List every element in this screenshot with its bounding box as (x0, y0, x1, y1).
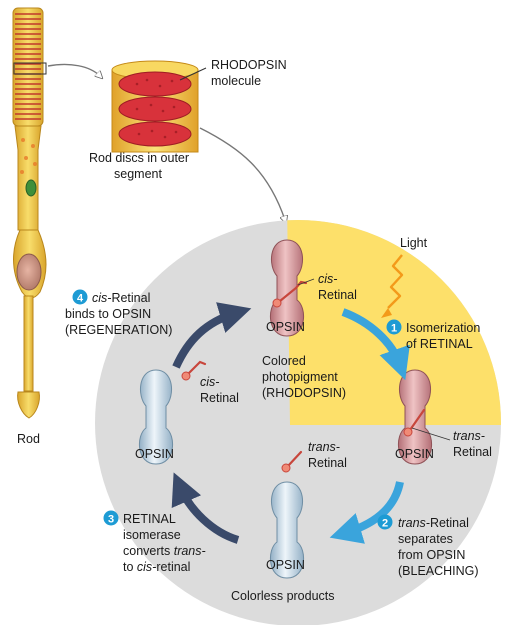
colored-photopigment-label-3: (RHODOPSIN) (262, 386, 346, 400)
isomerized-pigment: trans- Retinal OPSIN (395, 369, 492, 465)
arrow-step-4 (172, 302, 252, 369)
step-1: 1 Isomerization of RETINAL (386, 319, 480, 351)
step-2-number: 2 (382, 518, 388, 530)
step-3-text-3: converts (123, 544, 174, 558)
svg-text:trans-Retinal: trans-Retinal (398, 516, 469, 530)
free-trans-retinal-icon (286, 450, 303, 468)
top-cis-label: cis- (318, 272, 337, 286)
step-4-text-2: binds to OPSIN (65, 307, 151, 321)
rhodopsin-pointer (179, 67, 207, 81)
step-4-badge (72, 289, 88, 305)
rhodopsin-pigment: cis- Retinal OPSIN Colored photopigment … (262, 239, 357, 400)
step-3-text: RETINAL (123, 512, 176, 526)
discs-caption-2: segment (114, 167, 162, 181)
top-retinal-label: Retinal (318, 288, 357, 302)
step-2: 2 trans-Retinal separates from OPSIN (BL… (377, 514, 479, 578)
step-2-text-4: (BLEACHING) (398, 564, 479, 578)
left-cis-label: cis- (200, 375, 219, 389)
step-1-text-2: of RETINAL (406, 337, 473, 351)
step-1-badge (386, 319, 402, 335)
rod-label: Rod (17, 432, 40, 446)
rod-disc-stack (15, 13, 41, 120)
trans-retinal-icon-bound (408, 408, 426, 432)
step-4-text: Retinal (111, 291, 150, 305)
disc-2 (118, 96, 192, 122)
step-4-cis: cis- (92, 291, 111, 305)
disc-3 (118, 121, 192, 147)
step-4-text-3: (REGENERATION) (65, 323, 172, 337)
step-2-trans: trans- (398, 516, 430, 530)
free-cis-retinal-icon (186, 360, 207, 376)
mitochondrion (25, 179, 37, 197)
arrow-step-2 (329, 481, 404, 544)
colored-photopigment-label: Colored (262, 354, 306, 368)
step-4: 4 cis-Retinal binds to OPSIN (REGENERATI… (65, 289, 172, 337)
colorless-products-label: Colorless products (231, 589, 335, 603)
transition-arrow (199, 127, 285, 220)
zoom-box (13, 62, 47, 75)
rod-discs-illustration: RHODOPSIN molecule Rod discs in outer se… (89, 58, 287, 181)
svg-text:cis-Retinal: cis-Retinal (92, 291, 150, 305)
rhodopsin-texture (135, 78, 178, 139)
zoom-arrow (47, 63, 100, 76)
colorless-opsin: OPSIN Colorless products trans- Retinal (231, 440, 347, 603)
step-2-text: Retinal (430, 516, 469, 530)
light-ray-icon (387, 254, 404, 309)
step-1-text: Isomerization (406, 321, 480, 335)
left-opsin-label: OPSIN (135, 447, 174, 461)
step-2-badge (377, 514, 393, 530)
nucleus (16, 253, 42, 291)
rod-cell: Rod (12, 7, 47, 446)
step-2-text-2: separates (398, 532, 453, 546)
step-3-badge (103, 510, 119, 526)
right-trans-label: trans- (453, 429, 485, 443)
bottom-opsin-label: OPSIN (266, 558, 305, 572)
colored-photopigment-label-2: photopigment (262, 370, 338, 384)
light-label: Light (400, 236, 428, 250)
left-retinal-label: Retinal (200, 391, 239, 405)
right-opsin-label: OPSIN (395, 447, 434, 461)
arrow-step-1 (341, 308, 410, 381)
step-1-number: 1 (391, 323, 397, 335)
discs-caption: Rod discs in outer (89, 151, 189, 165)
svg-text:converts trans-: converts trans- (123, 544, 206, 558)
bottom-trans-label: trans- (308, 440, 340, 454)
right-retinal-label: Retinal (453, 445, 492, 459)
step-3-number: 3 (108, 514, 114, 526)
regenerating-opsin: OPSIN cis- Retinal (135, 360, 239, 465)
step-3-trans: trans- (174, 544, 206, 558)
step-3-cis: cis- (137, 560, 156, 574)
step-3-text-2: isomerase (123, 528, 181, 542)
disc-1 (118, 71, 192, 97)
rhodopsin-label-2: molecule (211, 74, 261, 88)
step-4-number: 4 (77, 293, 84, 305)
step-3-text-4: to (123, 560, 137, 574)
step-3-text-4-end: retinal (156, 560, 190, 574)
svg-text:to cis-retinal: to cis-retinal (123, 560, 190, 574)
step-3: 3 RETINAL isomerase converts trans- to c… (103, 510, 206, 574)
step-2-text-3: from OPSIN (398, 548, 465, 562)
bottom-retinal-label: Retinal (308, 456, 347, 470)
arrow-step-3 (171, 472, 240, 544)
rhodopsin-label: RHODOPSIN (211, 58, 287, 72)
top-opsin-label: OPSIN (266, 320, 305, 334)
